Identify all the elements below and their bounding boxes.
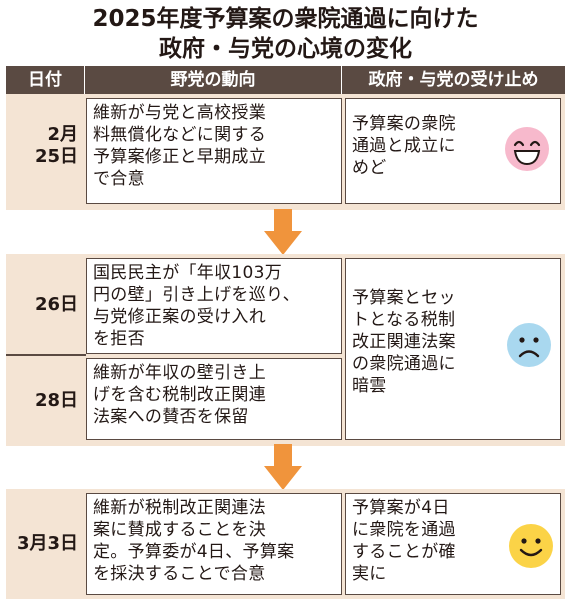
header-government: 政府・与党の受け止め <box>368 70 539 90</box>
title-line-2: 政府・与党の心境の変化 <box>159 36 412 62</box>
opposition-cell-3: 維新が年収の壁引き上 げを含む税制改正関連 法案への賛否を保留 <box>86 358 342 440</box>
opposition-cell-1: 維新が与党と高校授業 料無償化などに関する 予算案修正と早期成立 で合意 <box>86 98 342 204</box>
date-feb-25: 2月 25日 <box>34 124 78 167</box>
down-arrow-icon <box>264 209 302 255</box>
table-header: 日付 野党の動向 政府・与党の受け止め <box>6 66 565 94</box>
sad-face-icon <box>507 323 551 367</box>
big-smile-face-icon <box>505 127 549 171</box>
date-28: 28日 <box>34 390 78 411</box>
header-date: 日付 <box>28 70 62 90</box>
opposition-cell-2: 国民民主が「年収103万 円の壁」引き上げを巡り、 与党修正案の受け入れ を拒否 <box>86 258 342 354</box>
row-band-3: 3月3日 維新が税制改正関連法 案に賛成することを決 定。予算委が4日、予算案 … <box>6 489 565 599</box>
row-band-2: 26日 28日 国民民主が「年収103万 円の壁」引き上げを巡り、 与党修正案の… <box>6 254 565 446</box>
page-title: 2025年度予算案の衆院通過に向けた 政府・与党の心境の変化 <box>0 4 571 64</box>
date-mar-3: 3月3日 <box>16 533 78 554</box>
down-arrow-icon <box>264 444 302 490</box>
smile-face-icon <box>509 524 553 568</box>
row-band-1: 2月 25日 維新が与党と高校授業 料無償化などに関する 予算案修正と早期成立 … <box>6 94 565 210</box>
header-divider <box>84 66 85 94</box>
title-line-1: 2025年度予算案の衆院通過に向けた <box>92 6 479 32</box>
header-divider <box>341 66 342 94</box>
opposition-cell-4: 維新が税制改正関連法 案に賛成することを決 定。予算委が4日、予算案 を採決する… <box>86 493 342 595</box>
government-cell-2: 予算案とセッ トとなる税制 改正関連法案 の衆院通過に 暗雲 <box>345 258 561 440</box>
header-opposition: 野党の動向 <box>170 70 256 90</box>
row-divider <box>6 354 86 356</box>
date-26: 26日 <box>34 294 78 315</box>
